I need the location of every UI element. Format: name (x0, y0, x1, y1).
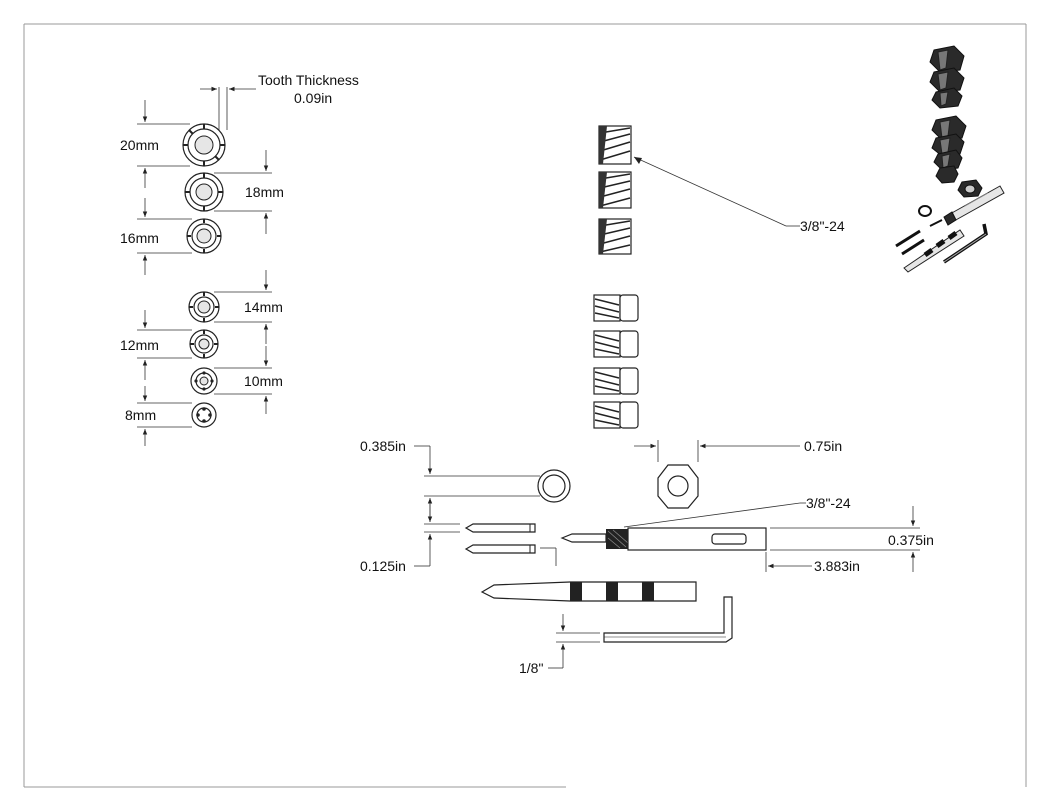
kit-3d-center-punch (903, 229, 965, 273)
label-16mm: 16mm (120, 230, 159, 246)
hex-key (603, 596, 733, 643)
dim-pin-0125: 0.125in (360, 504, 557, 574)
tooth-thickness-title: Tooth Thickness (258, 72, 359, 88)
shank-cutter-4 (593, 401, 639, 429)
pilot-pin-2 (464, 544, 536, 554)
spacer-ring (537, 469, 571, 503)
cutter-ring-20mm (182, 123, 226, 167)
dim-hex-key: 1/8" (519, 614, 600, 676)
kit-3d-washer (957, 179, 983, 198)
label-8mm: 8mm (125, 407, 156, 423)
spiral-cutter-3 (598, 218, 632, 255)
dim-18mm: 18mm (214, 150, 284, 234)
dim-arbor-length: 3.883in (765, 552, 860, 574)
label-cutter-thread: 3/8"-24 (800, 218, 845, 234)
kit-3d-cutter-stack-bottom (931, 115, 967, 184)
shank-cutter-1 (593, 294, 639, 322)
label-10mm: 10mm (244, 373, 283, 389)
label-20mm: 20mm (120, 137, 159, 153)
label-pin-0125: 0.125in (360, 558, 406, 574)
label-washer-075: 0.75in (804, 438, 842, 454)
cutter-ring-18mm (184, 172, 224, 212)
kit-3d-arbor (929, 185, 1005, 227)
label-arbor-diameter: 0.375in (888, 532, 934, 548)
cutter-ring-14mm (188, 291, 220, 323)
dim-washer-075: 0.75in (634, 438, 842, 462)
dim-arbor-diameter: 0.375in (770, 506, 934, 572)
dim-16mm: 16mm (120, 198, 192, 275)
shank-cutter-3 (593, 367, 639, 395)
dim-12mm: 12mm (120, 310, 192, 380)
kit-3d-ring (918, 205, 932, 217)
dim-14mm: 14mm (214, 270, 283, 344)
thread-leader-cutter: 3/8"-24 (633, 156, 845, 234)
cutter-ring-12mm (189, 329, 219, 359)
cutter-ring-8mm (191, 402, 217, 428)
tooth-thickness-value: 0.09in (294, 90, 332, 106)
tooth-thickness-dimension: Tooth Thickness 0.09in (200, 72, 359, 130)
dim-arbor-thread: 3/8"-24 (623, 495, 851, 528)
label-ring-0385: 0.385in (360, 438, 406, 454)
kit-3d-hex-key (943, 223, 988, 264)
label-14mm: 14mm (244, 299, 283, 315)
kit-3d-pins (895, 229, 925, 256)
label-18mm: 18mm (245, 184, 284, 200)
label-12mm: 12mm (120, 337, 159, 353)
dim-ring-0385: 0.385in (360, 438, 540, 522)
dim-10mm: 10mm (214, 346, 283, 414)
pilot-pin-1 (464, 523, 536, 533)
label-arbor-length: 3.883in (814, 558, 860, 574)
label-arbor-thread: 3/8"-24 (806, 495, 851, 511)
washer-large (657, 464, 699, 509)
label-hex-key: 1/8" (519, 660, 543, 676)
dim-20mm: 20mm (120, 100, 190, 188)
cutter-ring-16mm (186, 218, 222, 254)
cutter-ring-10mm (190, 367, 218, 395)
spiral-cutter-1 (598, 125, 632, 165)
dim-8mm: 8mm (125, 386, 192, 446)
shank-cutter-2 (593, 330, 639, 358)
spiral-cutter-2 (598, 171, 632, 209)
kit-3d-cutter-stack-top (929, 45, 965, 109)
center-punch (480, 581, 697, 602)
arbor (560, 527, 767, 551)
sheet-border (23, 23, 1027, 788)
